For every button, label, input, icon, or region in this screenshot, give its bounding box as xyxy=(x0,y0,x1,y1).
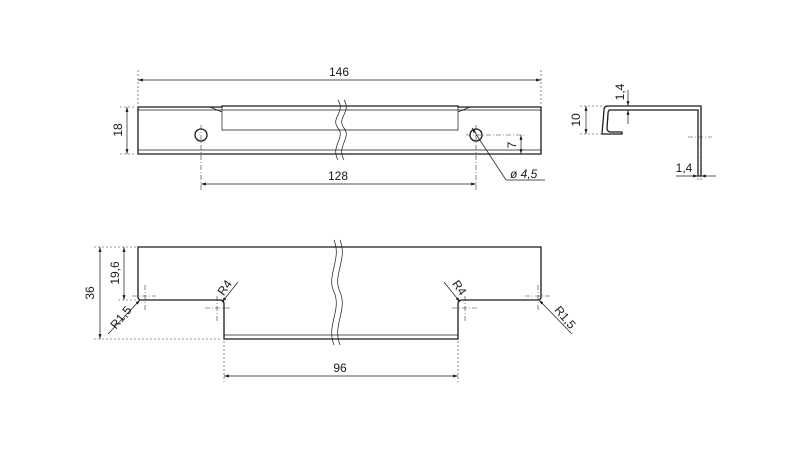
side-profile-view: 10 1,4 1,4 xyxy=(569,83,716,180)
front-view: 146 18 128 7 ø 4,5 xyxy=(111,65,545,190)
dim-1-4-top-label: 1,4 xyxy=(613,83,627,100)
front-view-break-line-2 xyxy=(341,99,347,161)
dim-r1-5-left-leader xyxy=(107,299,141,335)
dim-96-label: 96 xyxy=(333,361,347,375)
blank-break-line-2 xyxy=(337,239,343,346)
dim-18-label: 18 xyxy=(111,123,125,137)
dim-36-label: 36 xyxy=(83,286,97,300)
front-view-lip xyxy=(221,107,459,131)
front-view-lip-slope-right xyxy=(457,106,471,113)
dim-r1-5-right-leader xyxy=(538,299,573,335)
front-view-lip-slope-left xyxy=(209,106,223,113)
blank-outline xyxy=(137,246,542,340)
front-view-break-line xyxy=(335,99,341,161)
dim-r1-5-left-label: R1,5 xyxy=(107,303,134,332)
dim-19-6-label: 19,6 xyxy=(108,261,122,285)
blank-view: 36 19,6 R1,5 R4 R4 R1,5 96 xyxy=(83,239,579,382)
dim-1-4-bottom-label: 1,4 xyxy=(676,161,693,175)
dim-diameter-leader xyxy=(471,127,507,181)
dim-128-label: 128 xyxy=(328,169,348,183)
dim-7-label: 7 xyxy=(505,141,519,148)
dim-r4-left-label: R4 xyxy=(215,277,235,298)
dim-r4-right-leader xyxy=(443,281,461,303)
dim-diameter-label: ø 4,5 xyxy=(510,167,538,181)
dim-146-label: 146 xyxy=(329,65,349,79)
blank-break-line xyxy=(331,239,337,346)
profile-outline xyxy=(601,105,702,177)
dim-r4-right-label: R4 xyxy=(449,277,469,298)
dim-10-label: 10 xyxy=(569,113,583,127)
dim-r4-left-leader xyxy=(221,281,239,303)
